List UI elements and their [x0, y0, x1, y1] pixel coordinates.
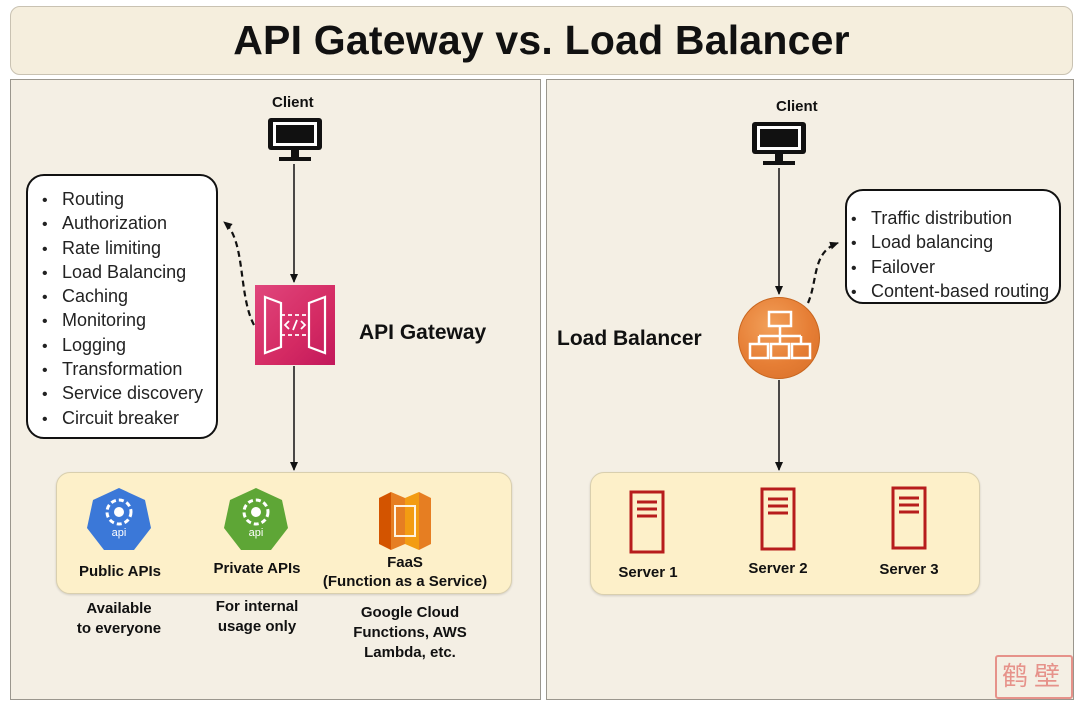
public-api-icon-text: api — [112, 527, 127, 539]
public-api-icon: api — [87, 488, 151, 550]
page-title: API Gateway vs. Load Balancer — [233, 17, 850, 63]
server-2-icon — [760, 487, 796, 551]
load-balancer-feature-box: Traffic distributionLoad balancingFailov… — [845, 189, 1061, 304]
api-gateway-feature-box: RoutingAuthorizationRate limitingLoad Ba… — [26, 174, 218, 439]
server-2-label: Server 2 — [748, 560, 808, 577]
api-feature-item: Circuit breaker — [42, 407, 216, 431]
api-client-label: Client — [272, 94, 314, 111]
lb-feature-item: Failover — [851, 256, 1059, 280]
api-gateway-icon — [255, 285, 335, 365]
server-1-icon — [629, 490, 665, 554]
server-3-icon — [891, 486, 927, 550]
api-gateway-label: API Gateway — [359, 321, 487, 344]
server-1-label: Server 1 — [618, 564, 678, 581]
private-api-icon-text: api — [249, 527, 264, 539]
faas-label: FaaS (Function as a Service) — [322, 554, 488, 590]
api-feature-item: Authorization — [42, 212, 216, 236]
api-client-monitor-icon — [268, 118, 322, 161]
api-feature-item: Monitoring — [42, 309, 216, 333]
lb-feature-item: Content-based routing — [851, 280, 1059, 304]
api-gateway-feature-list: RoutingAuthorizationRate limitingLoad Ba… — [42, 188, 216, 431]
faas-note: Google Cloud Functions, AWS Lambda, etc. — [353, 604, 467, 661]
title-banner: API Gateway vs. Load Balancer — [10, 6, 1073, 75]
api-feature-item: Caching — [42, 285, 216, 309]
api-feature-item: Rate limiting — [42, 237, 216, 261]
watermark-seal: 鹤壁 — [995, 655, 1073, 699]
lb-feature-item: Load balancing — [851, 231, 1059, 255]
private-api-label: Private APIs — [213, 560, 301, 577]
public-api-note: Available to everyone — [76, 600, 162, 637]
load-balancer-feature-list: Traffic distributionLoad balancingFailov… — [851, 207, 1059, 304]
load-balancer-panel — [546, 79, 1074, 700]
lb-client-label: Client — [776, 98, 818, 115]
api-feature-item: Service discovery — [42, 382, 216, 406]
server-3-label: Server 3 — [879, 561, 939, 578]
api-feature-item: Routing — [42, 188, 216, 212]
private-api-note: For internal usage only — [215, 598, 299, 635]
public-api-label: Public APIs — [79, 563, 161, 580]
lb-client-monitor-icon — [752, 122, 806, 165]
load-balancer-label: Load Balancer — [557, 327, 702, 350]
lb-feature-item: Traffic distribution — [851, 207, 1059, 231]
faas-lambda-icon — [379, 492, 431, 550]
api-feature-item: Logging — [42, 334, 216, 358]
load-balancer-icon — [738, 297, 820, 379]
api-feature-item: Transformation — [42, 358, 216, 382]
api-feature-item: Load Balancing — [42, 261, 216, 285]
private-api-icon: api — [224, 488, 288, 550]
